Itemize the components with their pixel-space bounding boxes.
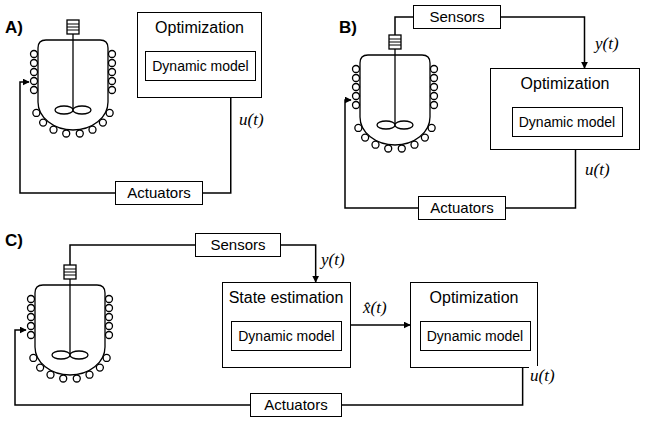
panel-letter: B) xyxy=(338,18,358,38)
signal-line xyxy=(506,150,576,208)
signal-line xyxy=(342,368,523,405)
process-box: OptimizationDynamic model xyxy=(490,68,640,150)
signal-name: u(t) xyxy=(529,366,556,386)
component-box: Actuators xyxy=(418,196,506,220)
component-box: Sensors xyxy=(413,5,501,29)
model-box: Dynamic model xyxy=(145,51,256,81)
actuation-line xyxy=(15,330,250,405)
signal-name: u(t) xyxy=(584,160,611,180)
box-label: Dynamic model xyxy=(519,114,615,131)
box-label: Optimization xyxy=(521,74,610,93)
signal-name: x̂(t) xyxy=(362,298,388,318)
component-box: Actuators xyxy=(115,181,203,205)
model-box: Dynamic model xyxy=(420,321,531,351)
box-label: Dynamic model xyxy=(152,58,248,75)
panel-letter: C) xyxy=(4,231,24,251)
signal-name: u(t) xyxy=(238,110,265,130)
component-box: Sensors xyxy=(195,233,281,257)
signal-line xyxy=(281,245,316,282)
box-label: Optimization xyxy=(155,18,244,37)
signal-name: y(t) xyxy=(594,34,620,54)
process-box: OptimizationDynamic model xyxy=(137,12,262,98)
reactor-illustration xyxy=(353,35,438,152)
process-box: OptimizationDynamic model xyxy=(410,282,538,368)
measurement-line xyxy=(395,17,413,35)
box-label: Sensors xyxy=(429,8,484,26)
process-box: State estimationDynamic model xyxy=(222,282,351,368)
box-label: Dynamic model xyxy=(238,328,334,345)
box-label: Optimization xyxy=(430,288,519,307)
box-label: Actuators xyxy=(127,184,190,202)
model-box: Dynamic model xyxy=(231,321,342,351)
signal-line xyxy=(351,324,411,326)
measurement-line xyxy=(70,245,195,265)
signal-name: y(t) xyxy=(320,250,346,270)
model-box: Dynamic model xyxy=(512,107,623,137)
box-label: Actuators xyxy=(430,199,493,217)
signal-line xyxy=(203,98,231,193)
reactor-illustration xyxy=(31,20,116,137)
signal-line xyxy=(501,17,585,68)
illustration-layer xyxy=(15,17,438,405)
box-label: Dynamic model xyxy=(427,328,523,345)
box-label: Actuators xyxy=(264,396,327,414)
panel-letter: A) xyxy=(4,18,24,38)
actuation-line xyxy=(345,100,418,208)
component-box: Actuators xyxy=(250,393,342,417)
box-label: Sensors xyxy=(210,236,265,254)
actuation-line xyxy=(20,82,115,193)
reactor-illustration xyxy=(28,265,113,382)
box-label: State estimation xyxy=(229,288,344,307)
